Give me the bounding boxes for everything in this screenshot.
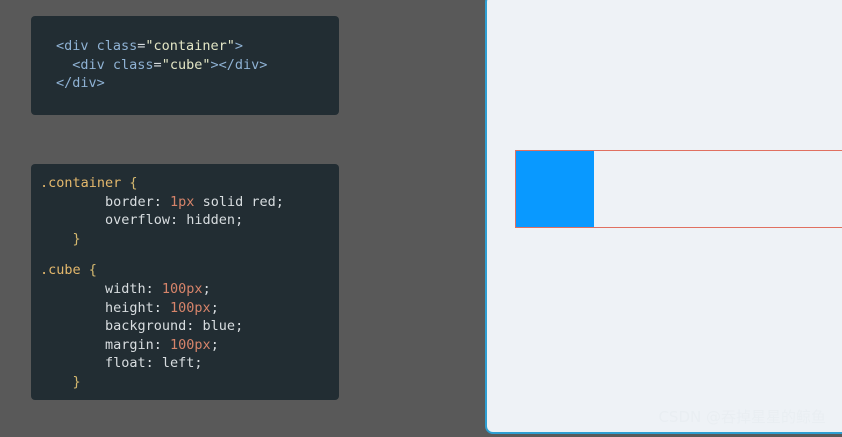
code-token: = (137, 38, 146, 54)
code-token: .container (40, 175, 130, 191)
csdn-watermark: CSDN @吞掉星星的鲸鱼 (658, 408, 826, 426)
demo-container-box (515, 150, 842, 228)
code-token: border: (40, 193, 171, 210)
css-code-line: } (40, 373, 339, 392)
code-token: = (153, 56, 162, 73)
html-code-line: <div class="container"> (56, 37, 339, 56)
render-preview-pane (485, 0, 842, 434)
code-token: solid red; (194, 193, 284, 210)
css-code-line: .container { (40, 174, 339, 193)
code-gap (40, 248, 339, 261)
html-code-line: </div> (56, 74, 339, 93)
code-token: ></div> (210, 56, 268, 73)
code-token: { (88, 262, 97, 279)
demo-blue-cube (516, 151, 594, 227)
code-token: "container" (145, 38, 235, 54)
css-code-line: margin: 100px; (40, 336, 339, 355)
code-token: ; (210, 299, 219, 316)
code-token: } (40, 373, 81, 390)
html-code-line: <div class="cube"></div> (56, 56, 339, 75)
code-token: margin: (40, 336, 171, 353)
code-token: > (234, 38, 243, 54)
css-code-line: border: 1px solid red; (40, 193, 339, 212)
css-code-line: .cube { (40, 261, 339, 280)
css-code-line: overflow: hidden; (40, 211, 339, 230)
code-token: "cube" (161, 56, 211, 73)
html-code-panel: <div class="container"> <div class="cube… (31, 16, 339, 115)
code-token: overflow: hidden; (40, 212, 244, 229)
code-token: 100px (170, 299, 211, 316)
code-token: width: (40, 280, 162, 297)
css-code-line: height: 100px; (40, 299, 339, 318)
code-token: class (112, 56, 154, 73)
code-token: <div (56, 38, 97, 54)
code-token: 100px (161, 280, 203, 297)
code-token: 100px (170, 336, 211, 353)
code-token: float: left; (40, 355, 203, 372)
code-token: .cube (40, 262, 89, 279)
css-code-panel: .container { border: 1px solid red; over… (31, 164, 339, 400)
code-token: class (96, 38, 138, 54)
code-token: </div> (56, 75, 105, 92)
code-token: 1px (170, 193, 195, 210)
css-code-line: width: 100px; (40, 280, 339, 299)
code-token: <div (56, 56, 113, 73)
css-code-line: float: left; (40, 354, 339, 373)
code-token: ; (210, 336, 219, 353)
css-code-line: background: blue; (40, 317, 339, 336)
code-token: height: (40, 299, 171, 316)
code-token: background: blue; (40, 318, 244, 335)
code-token: ; (202, 280, 211, 297)
code-token: } (40, 230, 81, 247)
code-token: { (129, 175, 138, 191)
css-code-line: } (40, 230, 339, 249)
